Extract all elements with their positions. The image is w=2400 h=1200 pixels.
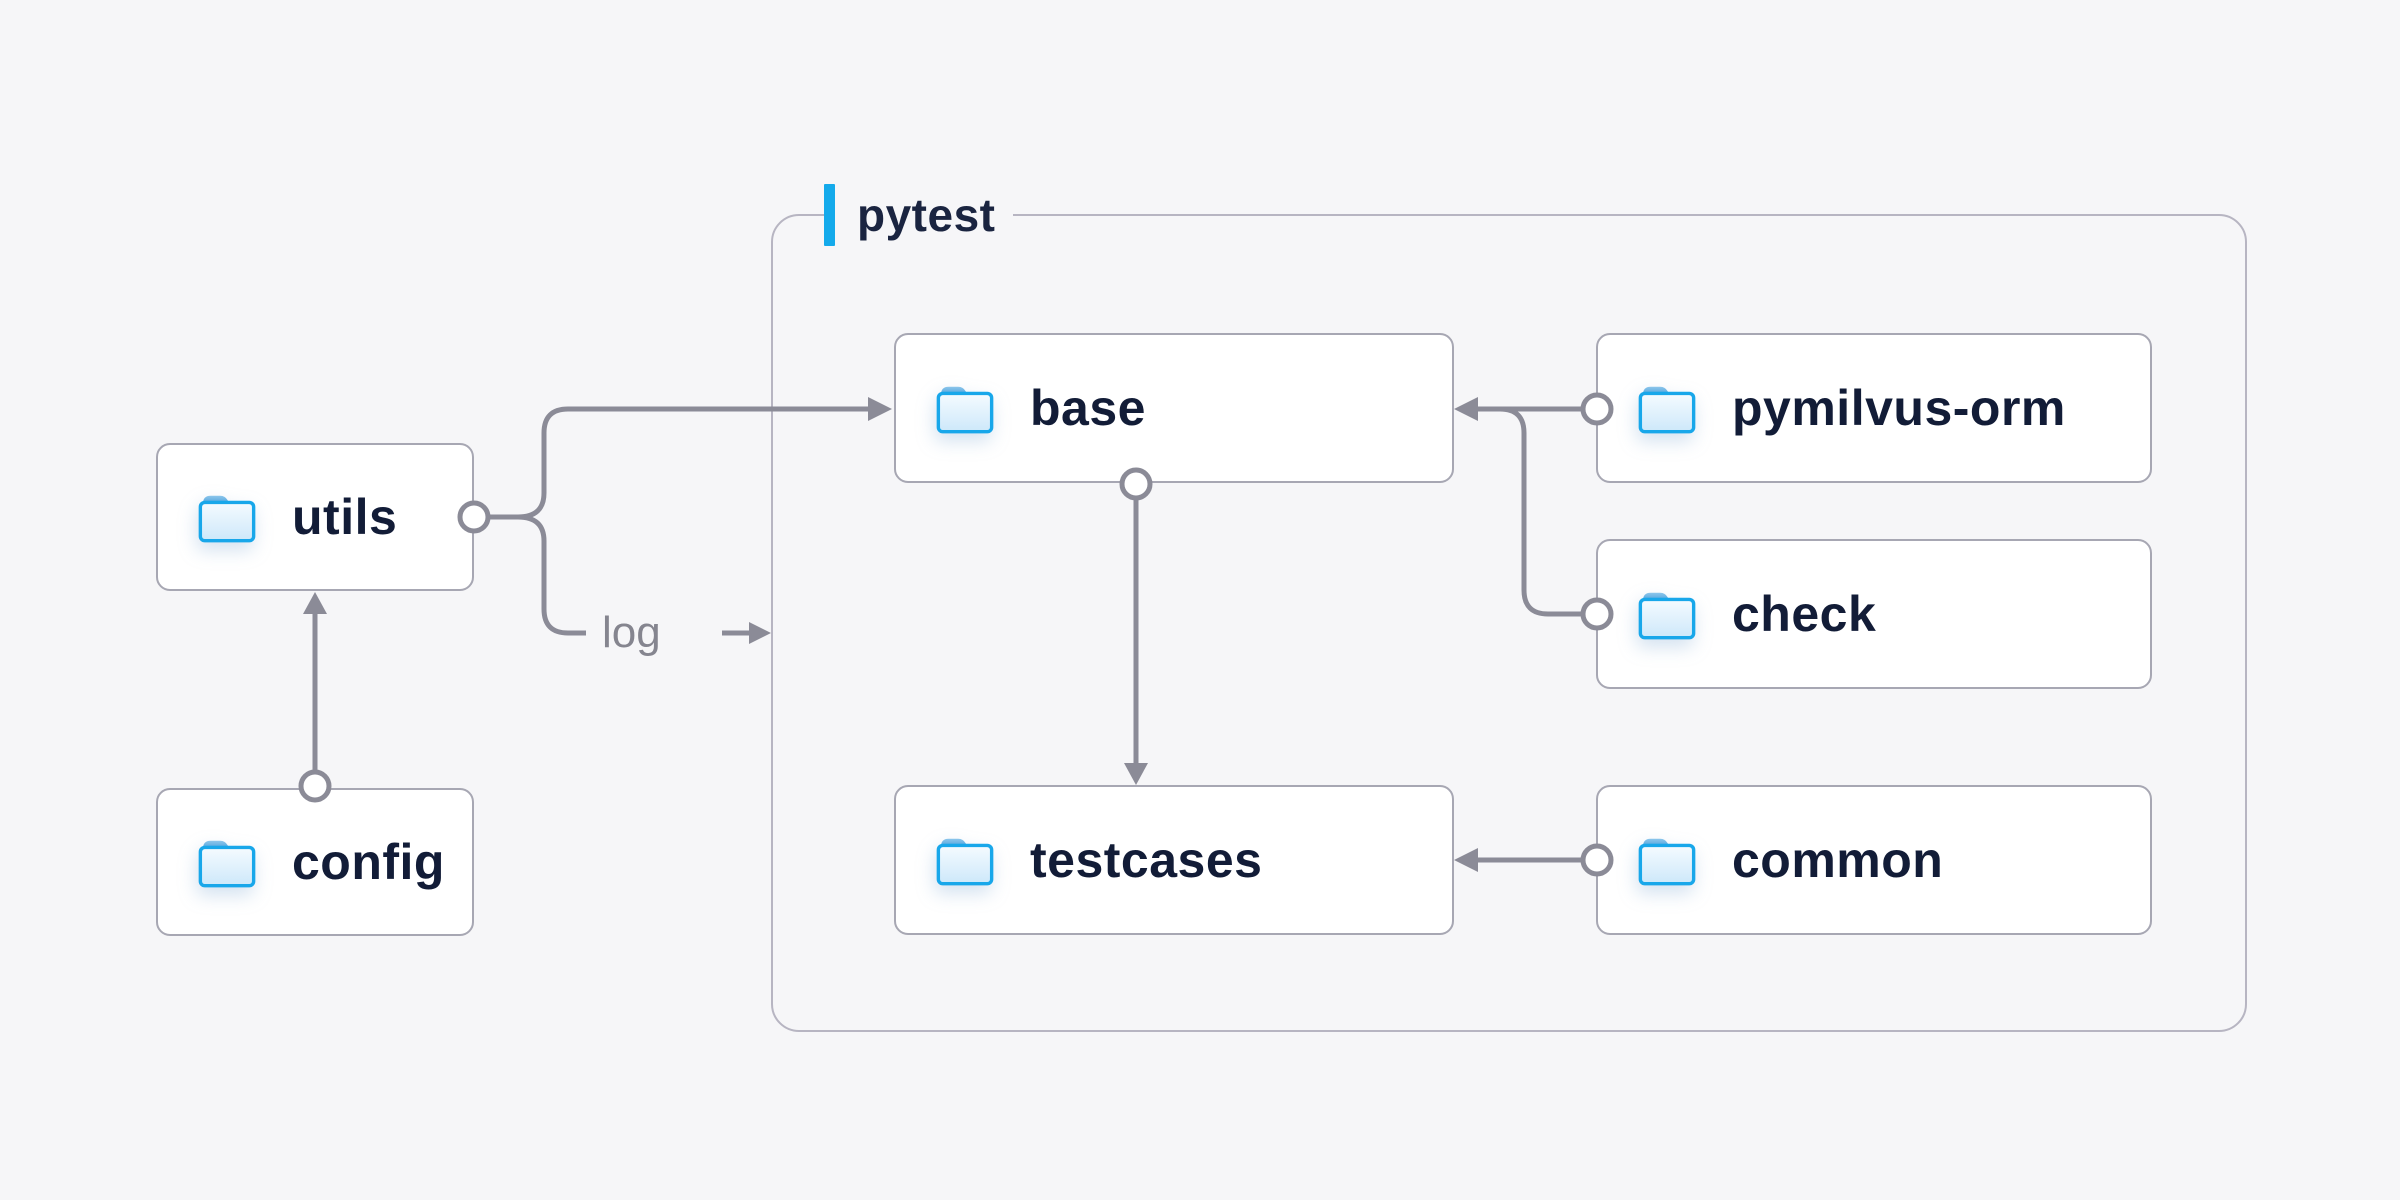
group-label: pytest	[824, 183, 1014, 247]
arrowhead-into-utils-bottom	[303, 592, 327, 614]
node-label: utils	[292, 489, 398, 545]
folder-icon	[936, 386, 994, 434]
node-common[interactable]: common	[1596, 785, 2152, 935]
node-label: pymilvus-orm	[1732, 380, 2066, 436]
node-base[interactable]: base	[894, 333, 1454, 483]
edge-utils-log	[517, 514, 586, 636]
node-label: check	[1732, 586, 1877, 642]
folder-icon	[1638, 592, 1696, 640]
node-label: common	[1732, 832, 1944, 888]
node-utils[interactable]: utils	[156, 443, 474, 591]
node-pymilvus-orm[interactable]: pymilvus-orm	[1596, 333, 2152, 483]
folder-icon	[198, 840, 256, 888]
node-label: testcases	[1030, 832, 1263, 888]
node-label: config	[292, 834, 445, 890]
node-config[interactable]: config	[156, 788, 474, 936]
node-label: base	[1030, 380, 1146, 436]
node-testcases[interactable]: testcases	[894, 785, 1454, 935]
group-title: pytest	[857, 189, 996, 241]
group-accent-bar	[824, 184, 835, 246]
group-pytest	[771, 214, 2247, 1032]
edge-label-log: log	[602, 608, 661, 657]
folder-icon	[1638, 386, 1696, 434]
node-check[interactable]: check	[1596, 539, 2152, 689]
folder-icon	[936, 838, 994, 886]
folder-icon	[198, 495, 256, 543]
folder-icon	[1638, 838, 1696, 886]
arrowhead-log-into-group	[749, 622, 771, 644]
